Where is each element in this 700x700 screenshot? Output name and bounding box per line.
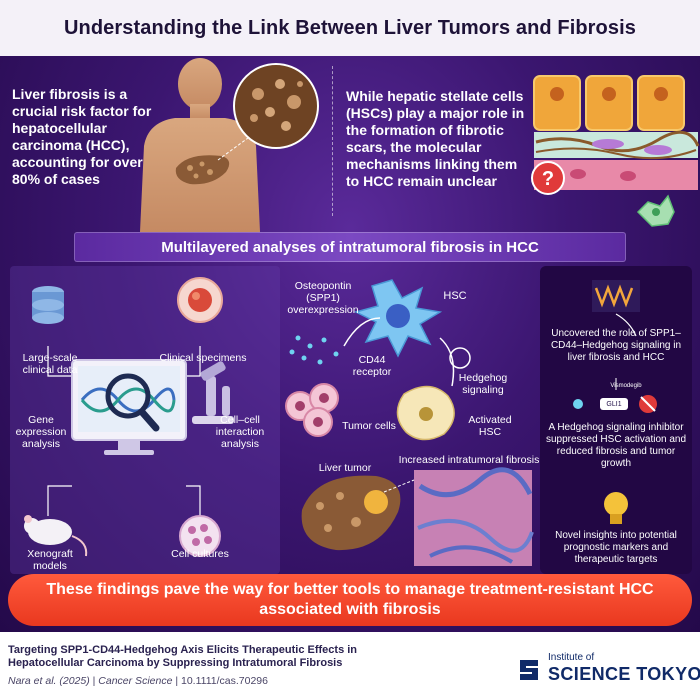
label-vismodegib: Vismodegib <box>610 383 642 389</box>
label-large-scale: Large-scale clinical data <box>22 352 78 376</box>
top-divider <box>332 66 333 216</box>
liver-tumor-icon <box>301 475 401 551</box>
analysis-methods-graphic <box>24 277 234 557</box>
label-osteopontin: Osteopontin (SPP1) overexpression <box>287 280 359 316</box>
analysis-methods-panel: Large-scale clinical data Clinical speci… <box>10 266 280 574</box>
label-cd44: CD44 receptor <box>352 354 392 378</box>
label-increased-fibrosis: Increased intratumoral fibrosis <box>398 454 540 466</box>
findings-panel: Uncovered the role of SPP1–CD44–Hedgehog… <box>540 266 692 574</box>
citation-title-line-2: Hepatocellular Carcinoma by Suppressing … <box>8 657 343 669</box>
magnifier-icon <box>105 373 160 432</box>
culture-dish-icon <box>179 515 221 557</box>
human-silhouette-illustration <box>140 58 319 232</box>
page-title: Understanding the Link Between Liver Tum… <box>64 16 636 39</box>
receptor-signaling-icon <box>592 280 640 337</box>
hsc-cell-icon <box>353 279 443 358</box>
label-inhibitor: A Hedgehog signaling inhibitor suppresse… <box>545 422 687 469</box>
conclusion-banner: These findings pave the way for better t… <box>8 574 692 626</box>
infographic-main: Liver fibrosis is a crucial risk factor … <box>0 56 700 632</box>
citation-doi[interactable]: 10.1111/cas.70296 <box>181 675 268 687</box>
gli1-inhibition-icon <box>573 395 657 413</box>
label-hsc: HSC <box>443 290 467 302</box>
spp1-molecules-icon <box>289 335 339 365</box>
label-xenograft: Xenograft models <box>27 548 73 572</box>
fibrotic-scar-icon <box>534 130 700 160</box>
title-bar: Understanding the Link Between Liver Tum… <box>0 0 700 56</box>
label-cell-cultures: Cell cultures <box>171 548 229 560</box>
database-icon <box>32 286 64 324</box>
lightbulb-icon <box>604 492 628 524</box>
liver-closeup-icon <box>233 63 319 149</box>
microscope-icon <box>192 361 234 424</box>
citation-journal: Cancer Science <box>98 675 173 687</box>
label-gli1: GLI1 <box>606 401 622 408</box>
label-liver-tumor: Liver tumor <box>318 462 372 474</box>
logo-small-text: Institute of <box>548 652 595 663</box>
section-banner: Multilayered analyses of intratumoral fi… <box>74 232 626 262</box>
specimen-dish-icon <box>177 277 223 323</box>
question-mark: ? <box>542 168 554 190</box>
citation: Targeting SPP1-CD44-Hedgehog Axis Elicit… <box>8 644 428 688</box>
label-gene-expression: Gene expression analysis <box>15 414 67 450</box>
risk-factor-text: Liver fibrosis is a crucial risk factor … <box>12 86 152 187</box>
computer-monitor-icon <box>71 359 187 455</box>
tumor-cells-icon <box>285 383 339 437</box>
top-panel: Liver fibrosis is a crucial risk factor … <box>0 56 700 232</box>
activated-hsc-icon <box>396 385 455 441</box>
label-hedgehog: Hedgehog signaling <box>458 372 508 396</box>
label-novel-insights: Novel insights into potential prognostic… <box>555 530 677 565</box>
mechanism-area: Osteopontin (SPP1) overexpression HSC CD… <box>280 266 542 574</box>
liver-icon <box>175 155 230 185</box>
question-mark-icon: ? <box>531 161 565 195</box>
section-banner-label: Multilayered analyses of intratumoral fi… <box>161 238 539 256</box>
institution-logo: Institute of SCIENCE TOKYO <box>518 652 700 688</box>
science-tokyo-logo-icon <box>520 660 538 680</box>
hepatocyte-layer-icon <box>533 75 685 131</box>
findings-graphic <box>573 280 657 524</box>
histology-image-icon <box>414 467 534 566</box>
mouse-icon <box>24 515 88 557</box>
label-tumor-cells: Tumor cells <box>342 420 396 432</box>
liver-tissue-illustration: ? <box>531 75 700 227</box>
conclusion-line-2: associated with fibrosis <box>259 601 441 618</box>
hsc-role-text: While hepatic stellate cells (HSCs) play… <box>346 88 525 189</box>
label-uncovered: Uncovered the role of SPP1–CD44–Hedgehog… <box>550 328 682 363</box>
hedgehog-cycle-icon <box>449 347 471 369</box>
label-clinical: Clinical specimens <box>159 352 247 364</box>
citation-title-line-1: Targeting SPP1-CD44-Hedgehog Axis Elicit… <box>8 644 358 656</box>
stellate-cell-icon <box>636 194 675 227</box>
logo-large-text: SCIENCE TOKYO <box>548 664 700 684</box>
label-cell-cell: Cell–cell interaction analysis <box>215 414 265 450</box>
label-activated-hsc: Activated HSC <box>468 414 512 438</box>
citation-authors: Nara et al. (2025) <box>8 675 90 687</box>
mechanism-graphic <box>285 279 534 566</box>
citation-meta: Nara et al. (2025) | Cancer Science | 10… <box>8 675 268 687</box>
conclusion-line-1: These findings pave the way for better t… <box>46 581 654 598</box>
